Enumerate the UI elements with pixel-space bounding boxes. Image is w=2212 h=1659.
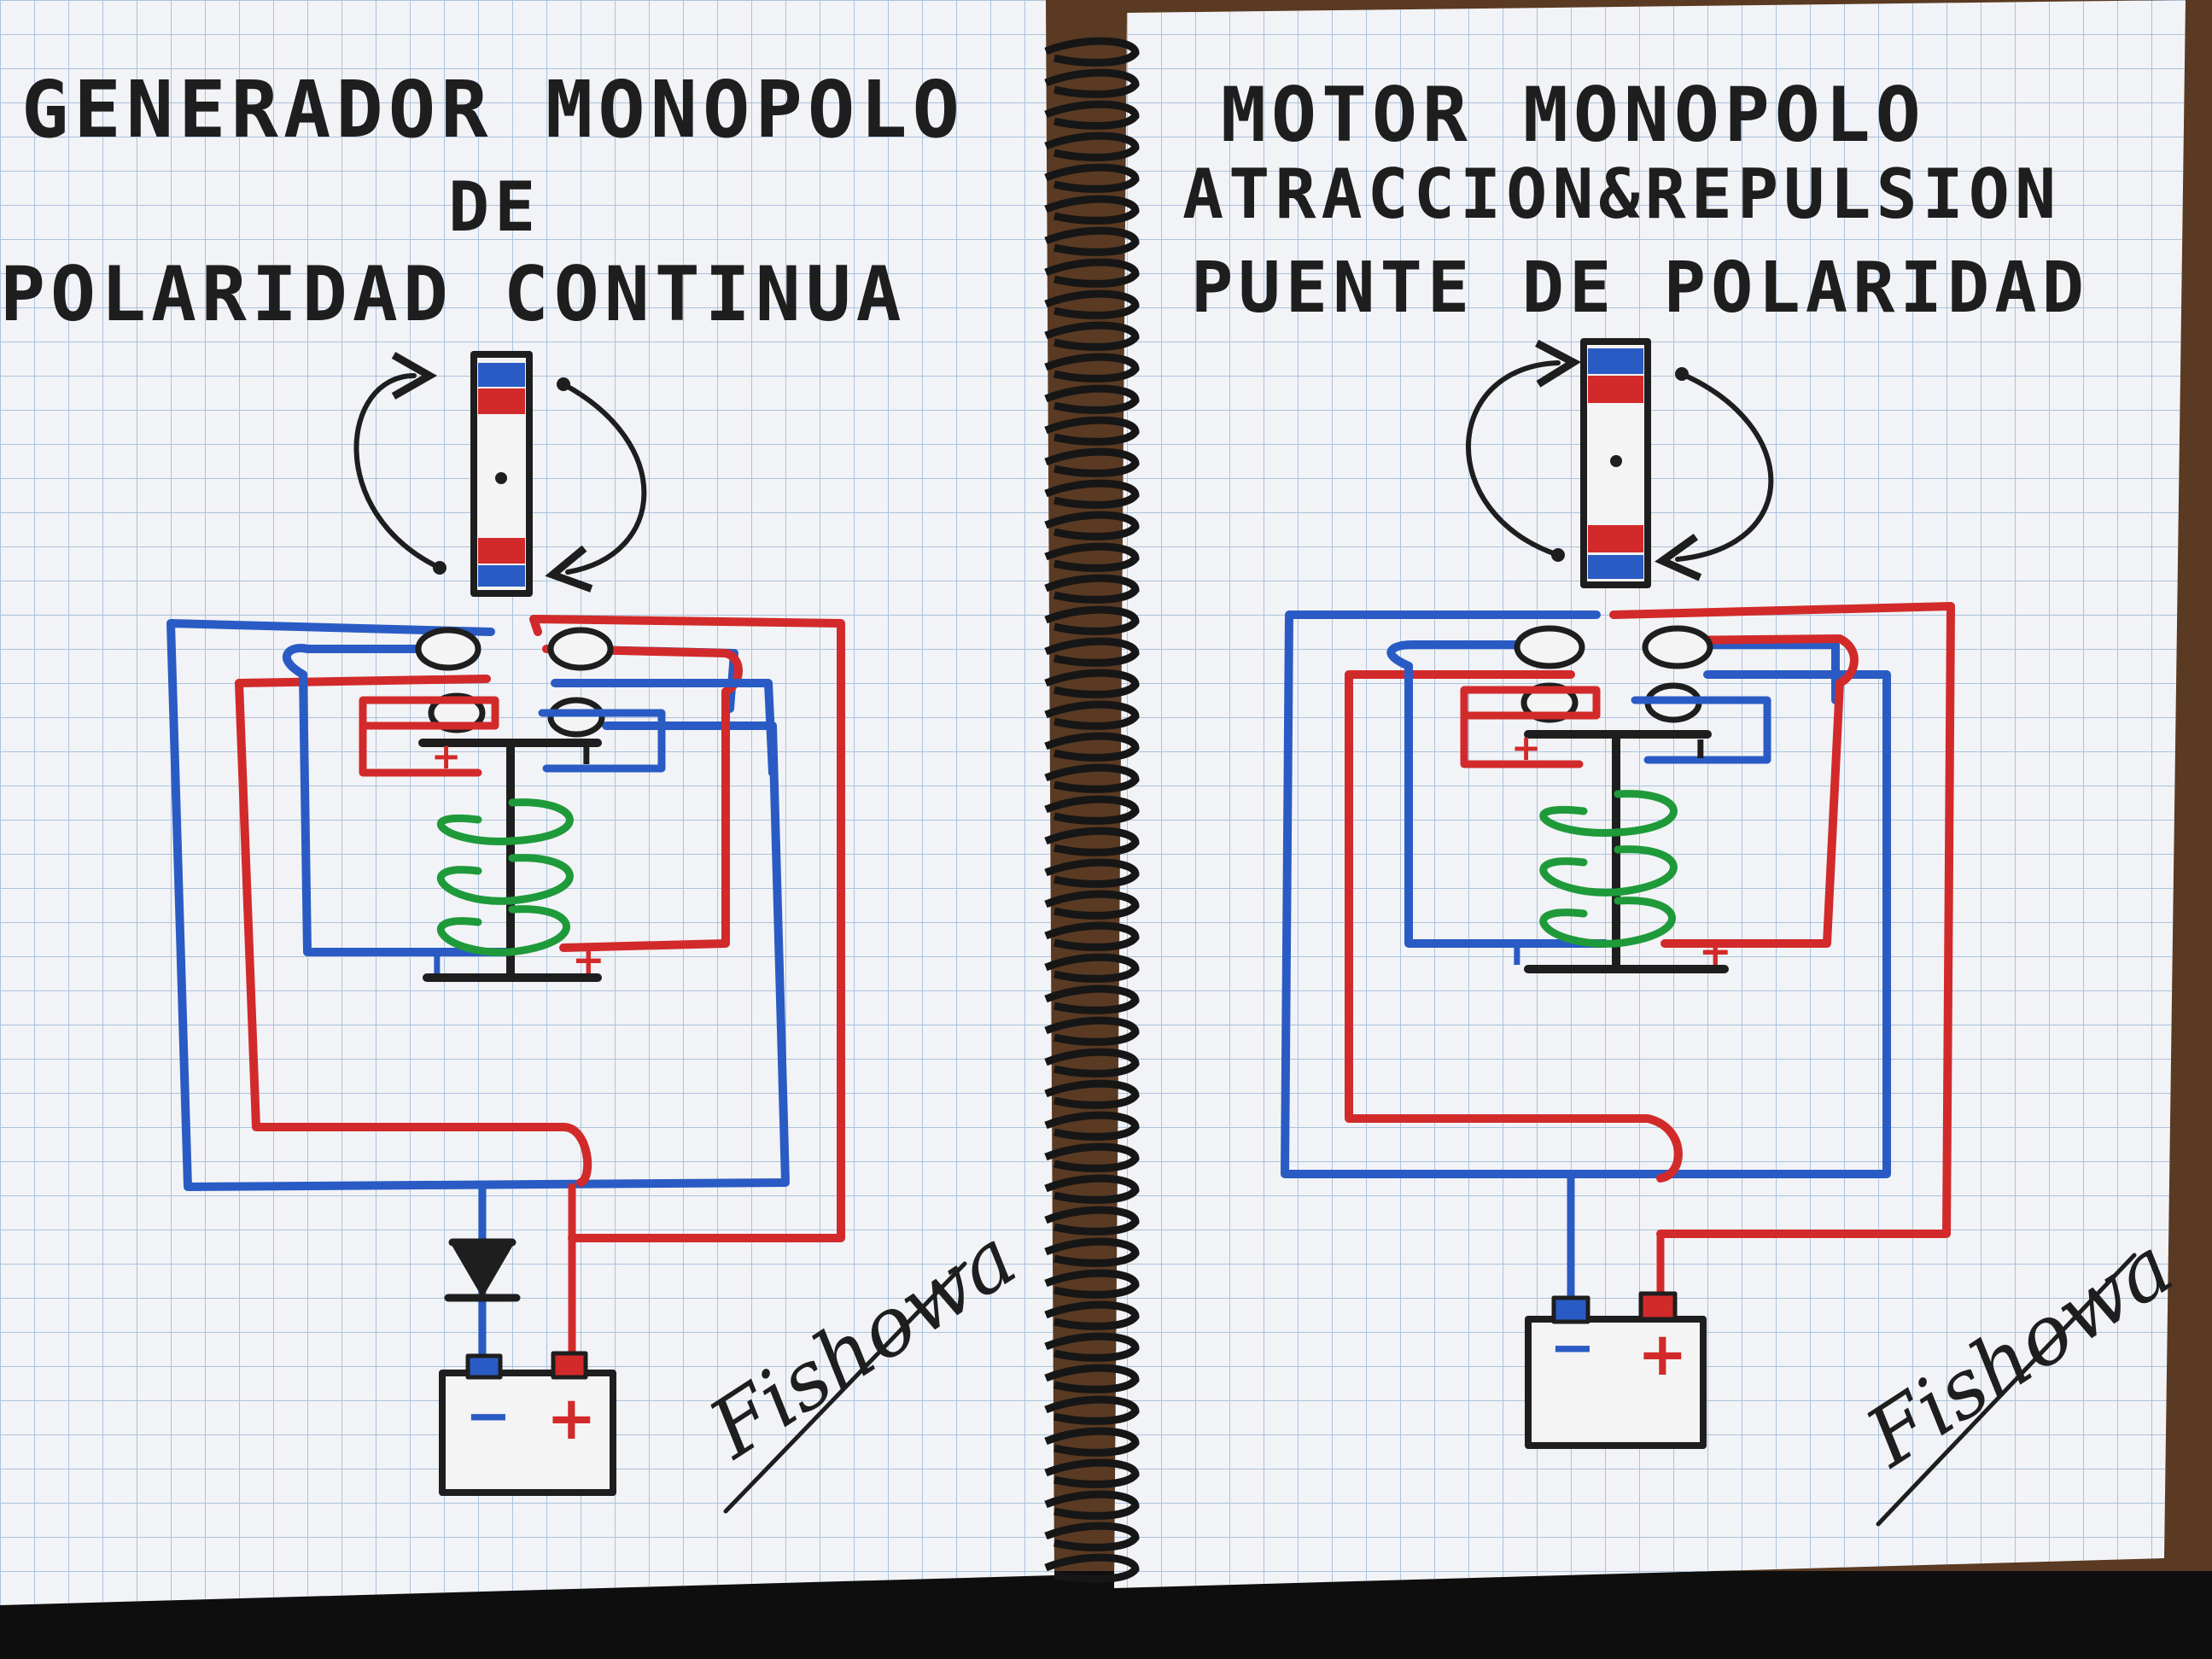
spiral-ring: [1044, 1553, 1140, 1583]
spiral-ring: [1044, 827, 1140, 856]
spiral-ring: [1044, 953, 1140, 983]
spiral-ring: [1044, 68, 1140, 98]
spiral-ring: [1044, 131, 1140, 161]
spiral-ring: [1044, 1079, 1140, 1109]
right-bridge-plus: +: [1511, 727, 1541, 768]
spiral-ring: [1044, 574, 1140, 604]
spiral-ring: [1044, 1522, 1140, 1551]
right-coil-plus: +: [1699, 928, 1732, 974]
spiral-ring: [1044, 289, 1140, 319]
spiral-ring: [1044, 1016, 1140, 1046]
spiral-ring: [1044, 321, 1140, 351]
spiral-ring: [1044, 258, 1140, 288]
spiral-ring: [1044, 637, 1140, 667]
spiral-ring: [1044, 1490, 1140, 1520]
spiral-ring: [1044, 921, 1140, 951]
right-rotation-arrow-right: [1655, 371, 1774, 581]
spiral-ring: [1044, 1458, 1140, 1488]
spiral-ring: [1044, 1364, 1140, 1393]
spiral-ring: [1044, 1395, 1140, 1425]
right-bridge-minus: ı: [1695, 727, 1707, 767]
right-title-line3: PUENTE DE POLARIDAD: [1191, 248, 2089, 329]
left-battery-plus: +: [546, 1383, 597, 1453]
left-battery: [439, 1351, 616, 1496]
left-coil-plus: +: [572, 937, 605, 983]
spiral-ring: [1044, 195, 1140, 225]
spiral-binding: [1044, 37, 1140, 1583]
spiral-ring: [1044, 163, 1140, 193]
right-battery: [1525, 1291, 1707, 1449]
spiral-ring: [1044, 1237, 1140, 1267]
spiral-ring: [1044, 479, 1140, 509]
right-title-line1: MOTOR MONOPOLO: [1221, 71, 1926, 159]
right-inner-blue-wire: [1386, 640, 1840, 704]
spiral-ring: [1044, 1300, 1140, 1330]
spiral-ring: [1044, 700, 1140, 730]
spiral-ring: [1044, 542, 1140, 572]
spiral-ring: [1044, 353, 1140, 383]
spiral-ring: [1044, 511, 1140, 540]
left-outer-blue-wire: [166, 619, 790, 1191]
spiral-ring: [1044, 732, 1140, 762]
left-outer-red-wire: [529, 615, 845, 1242]
right-title-line2: ATRACCION&REPULSION: [1182, 155, 2061, 234]
spiral-ring: [1044, 416, 1140, 446]
left-inner-red-wire: [235, 679, 592, 1187]
spiral-ring: [1044, 1048, 1140, 1078]
spiral-ring: [1044, 669, 1140, 698]
right-inner-red-wire: [1345, 670, 1683, 1183]
right-outer-blue-wire: [1281, 610, 1891, 1178]
spiral-ring: [1044, 1174, 1140, 1204]
spiral-ring: [1044, 1142, 1140, 1172]
spiral-ring: [1044, 605, 1140, 635]
right-rotor-magnet: [1580, 338, 1651, 588]
right-outer-red-wire: [1609, 602, 1955, 1238]
spiral-ring: [1044, 37, 1140, 67]
spiral-ring: [1044, 384, 1140, 414]
left-green-coil: [436, 798, 574, 956]
right-green-coil: [1539, 790, 1678, 948]
right-battery-minus: −: [1550, 1317, 1596, 1380]
spiral-ring: [1044, 890, 1140, 920]
left-battery-minus: −: [465, 1385, 511, 1448]
spiral-ring: [1044, 763, 1140, 793]
spiral-ring: [1044, 984, 1140, 1014]
left-title-line2: DE: [448, 167, 540, 247]
spiral-ring: [1044, 795, 1140, 825]
spiral-ring: [1044, 858, 1140, 888]
left-commutator: [359, 627, 666, 777]
right-battery-plus: +: [1637, 1319, 1688, 1389]
right-rotation-arrow-left: [1466, 339, 1582, 558]
left-rotation-arrow-right: [545, 382, 647, 593]
left-coil-minus: ı: [431, 943, 443, 982]
spiral-ring: [1044, 1111, 1140, 1141]
spiral-ring: [1044, 1332, 1140, 1362]
spiral-ring: [1044, 226, 1140, 256]
left-bridge-plus: +: [431, 735, 461, 777]
spiral-ring: [1044, 1269, 1140, 1299]
left-rotor-magnet: [470, 351, 533, 597]
right-coil-minus: ı: [1511, 934, 1523, 973]
left-bridge-minus: ı: [581, 733, 592, 773]
spiral-ring: [1044, 100, 1140, 130]
left-rotation-arrow-left: [353, 352, 442, 570]
left-title-line3: POLARIDAD CONTINUA: [0, 250, 907, 338]
left-title-line1: GENERADOR MONOPOLO: [21, 64, 965, 155]
spiral-ring: [1044, 1206, 1140, 1235]
left-diode: [444, 1183, 521, 1370]
right-diagram: MOTOR MONOPOLO ATRACCION&REPULSION PUENT…: [1182, 71, 2189, 1527]
spiral-ring: [1044, 1427, 1140, 1457]
right-commutator: [1460, 625, 1771, 768]
spiral-ring: [1044, 447, 1140, 477]
